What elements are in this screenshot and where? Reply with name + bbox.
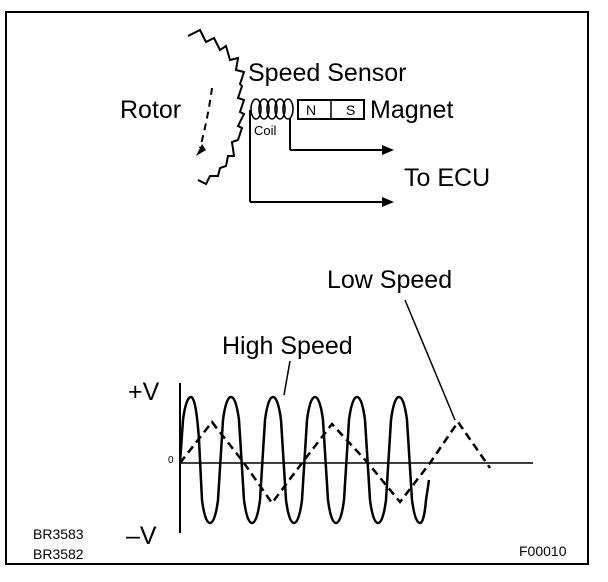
low-speed-label: Low Speed (327, 266, 453, 294)
plus-v-label: +V (128, 378, 160, 406)
coil-label: Coil (254, 123, 277, 138)
high-speed-label: High Speed (222, 332, 353, 360)
high-speed-waveform (178, 395, 431, 525)
low-speed-leader (404, 299, 456, 421)
wire-lower-arrow (382, 197, 394, 207)
rotor-arrow-head (196, 144, 206, 156)
magnet-label: Magnet (370, 96, 454, 124)
figure-id: F00010 (519, 543, 567, 559)
low-speed-waveform (179, 419, 492, 506)
rotor-rotation-arrow (199, 87, 213, 149)
high-speed-leader (283, 360, 291, 396)
wire-upper-arrow (382, 145, 394, 155)
minus-v-label: –V (126, 522, 157, 550)
to-ecu-label: To ECU (404, 164, 491, 192)
zero-label: 0 (168, 455, 174, 466)
coil-icon (250, 98, 294, 120)
magnet-north-label: N (306, 102, 317, 118)
reference-code-1: BR3583 (33, 526, 84, 542)
rotor-label: Rotor (120, 96, 182, 124)
reference-code-2: BR3582 (33, 546, 84, 562)
speed-sensor-label: Speed Sensor (248, 59, 407, 87)
figure-frame (5, 11, 589, 565)
magnet-south-label: S (346, 102, 356, 118)
rotor-teeth (187, 28, 246, 186)
